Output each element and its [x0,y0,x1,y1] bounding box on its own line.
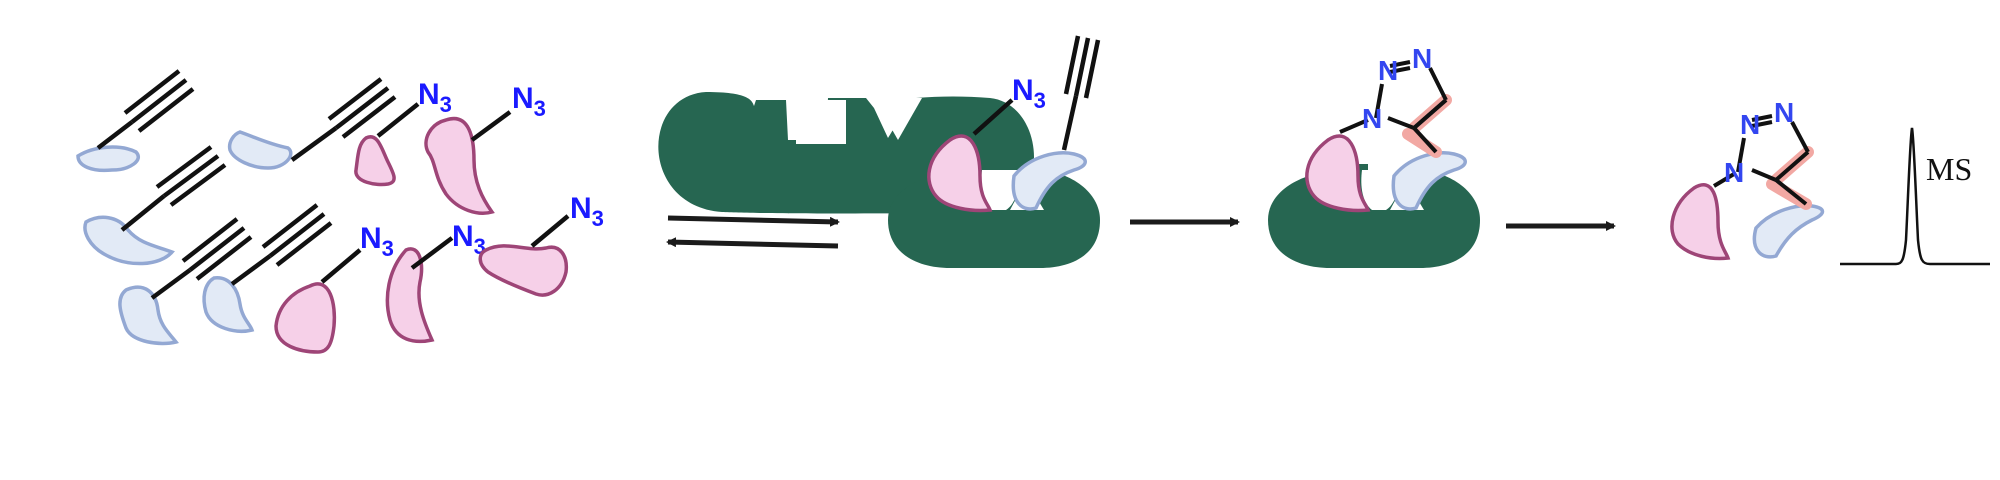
linker-bond [230,254,272,286]
linker-bond [530,214,570,248]
pink-fragment-shape [478,244,569,297]
blue-fragment-shape [83,215,175,266]
linker-bond [376,102,420,138]
azide-fragment: N3 [274,222,394,354]
linker-bond [972,98,1014,136]
alkyne-triple-bond [1063,35,1101,99]
blue-fragment-shape [227,130,293,170]
azide-label: N3 [570,192,604,231]
azide-fragment: N3 [354,78,452,187]
linker-bond [150,268,192,300]
v-pocket [874,98,922,140]
triazole-product: N N N [1670,97,1825,261]
triazole-ring [1712,114,1810,206]
linker-bond [410,236,454,270]
azide-label: N3 [418,78,452,117]
blue-fragment-shape [118,285,179,346]
alkyne-triple-bond [155,145,227,207]
pink-fragment-shape [927,134,993,213]
in-situ-triazole-complex: N N N [1268,43,1480,268]
pink-fragment-shape [424,116,495,215]
blue-fragment-shape [202,276,255,333]
pocket [981,170,1020,210]
alkyne-triple-bond [327,77,397,139]
alkyne-triple-bond [261,203,333,267]
linker-bond [120,194,166,232]
alkyne-triple-bond [123,69,195,133]
pink-fragment-shape [354,135,396,187]
alkyne-triple-bond [181,217,253,281]
blue-fragment-shape [1752,203,1825,259]
equilibrium-arrows [666,215,840,249]
ms-label: MS [1926,151,1972,187]
linker-bond [96,120,134,150]
alkyne-fragment [227,77,397,170]
pink-fragment-shape [274,282,337,354]
alkyne-fragment [76,69,195,173]
square-pocket [796,100,846,144]
alkyne-fragment [118,217,253,346]
forward-arrow [667,215,840,227]
triazole-n-label: N [1774,97,1794,128]
triazole-n-label: N [1724,157,1744,188]
linker-bond [470,110,512,142]
reverse-arrow [666,237,839,249]
azide-fragment: N3 [424,82,546,215]
ms-spectrum-trace [1840,127,1990,266]
pink-fragment-shape [1670,183,1731,261]
alkyne-fragment [83,145,227,266]
linker-bond [1061,95,1079,151]
ms-detection: MS [1840,127,1990,266]
alkyne-fragment [202,203,333,333]
pink-fragment-shape [1305,134,1371,213]
triazole-n-label: N [1362,103,1382,134]
linker-bond [290,126,338,162]
templated-binding-complex: N3 [888,35,1101,268]
azide-label: N3 [512,82,546,121]
linker-bond [320,248,362,284]
triazole-n-label: N [1378,55,1398,86]
pocket [1361,170,1400,210]
azide-label: N3 [360,222,394,261]
blue-fragment-shape [76,145,140,173]
triazole-ring [1339,60,1448,154]
pink-fragment-shape [385,247,435,344]
azide-label: N3 [1012,74,1046,113]
azide-fragment: N3 [385,220,486,344]
triazole-n-label: N [1412,43,1432,74]
blue-fragment-shape [1011,151,1087,211]
azide-fragment: N3 [478,192,604,297]
fragment-mixture: N3 N3 N3 N3 [76,69,604,354]
triazole-n-label: N [1740,109,1760,140]
